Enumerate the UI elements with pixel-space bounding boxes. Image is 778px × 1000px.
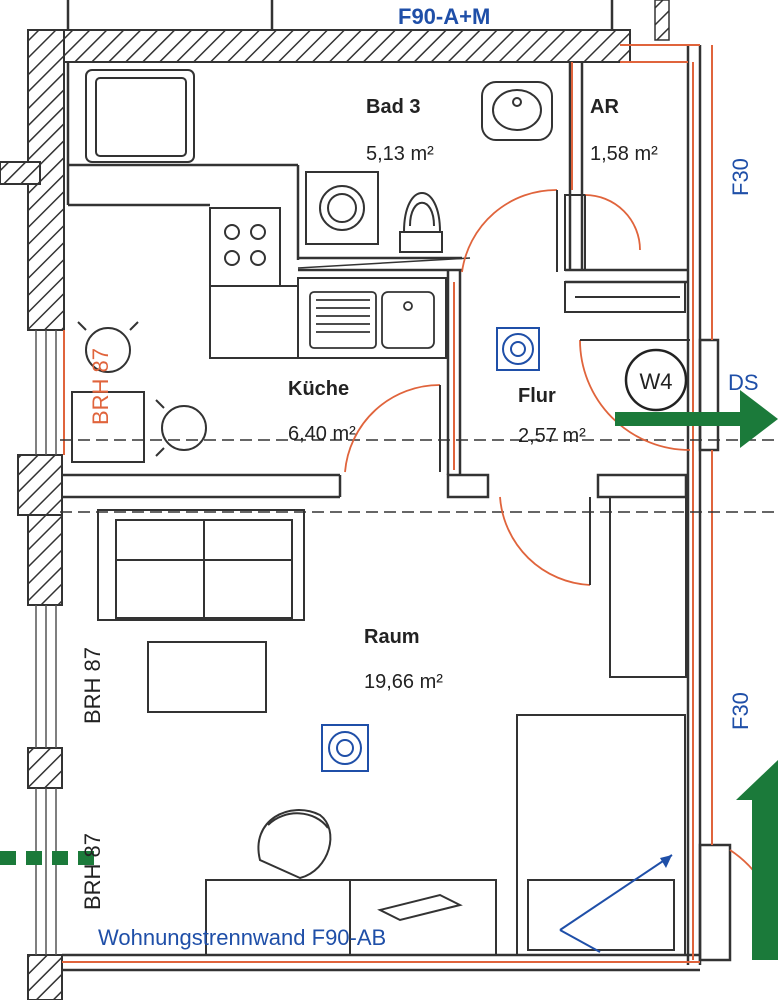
top-wall xyxy=(39,29,631,63)
unit-wall-label: Wohnungstrennwand F90-AB xyxy=(98,925,386,950)
sofa-icon xyxy=(97,509,305,621)
escape-arrow-icon xyxy=(0,390,778,960)
wall-label-right-lower: F30 xyxy=(728,692,753,730)
counter-edge xyxy=(297,257,471,269)
kitchen-counter xyxy=(209,277,447,359)
brh-label-room-1: BRH 87 xyxy=(80,647,105,724)
left-wall-bottom xyxy=(27,954,63,1000)
left-wall-pillar xyxy=(17,454,63,516)
ar-shelf xyxy=(564,281,686,313)
section-line xyxy=(60,439,778,513)
room-name-bad: Bad 3 xyxy=(366,96,420,118)
door-leafs xyxy=(439,190,690,585)
toilet-icon xyxy=(399,192,443,253)
room-area-bad: 5,13 m² xyxy=(366,143,434,165)
coffee-table-icon xyxy=(147,641,267,713)
bed-icon xyxy=(516,714,686,956)
stove-icon xyxy=(209,207,281,287)
bathtub-shower xyxy=(85,69,195,163)
brh-label-kitchen: BRH 87 xyxy=(88,348,113,425)
interior-walls xyxy=(62,45,732,972)
left-wall-block xyxy=(27,514,63,606)
door-swing-icon xyxy=(344,189,778,960)
ds-label: DS xyxy=(728,370,759,395)
room-name-flur: Flur xyxy=(518,385,556,407)
room-area-kueche: 6,40 m² xyxy=(288,423,356,445)
room-area-raum: 19,66 m² xyxy=(364,671,443,693)
left-wall-stub xyxy=(0,161,41,185)
washing-machine-icon xyxy=(305,171,379,245)
top-wall-label: F90-A+M xyxy=(398,4,490,29)
fire-lines xyxy=(62,44,713,963)
unit-marker-circle xyxy=(624,348,688,412)
room-name-raum: Raum xyxy=(364,626,420,648)
pointer-arrows xyxy=(559,854,673,953)
wall-label-right-upper: F30 xyxy=(728,158,753,196)
brh-label-room-2: BRH 87 xyxy=(80,833,105,910)
room-name-kueche: Küche xyxy=(288,378,349,400)
room-area-ar: 1,58 m² xyxy=(590,143,658,165)
room-name-ar: AR xyxy=(590,96,619,118)
upper-unit-outline xyxy=(66,0,614,30)
left-wall-mid xyxy=(27,747,63,789)
smoke-detector-icon xyxy=(321,327,540,772)
top-right-wall xyxy=(654,0,670,41)
sink-icon xyxy=(481,81,553,141)
desk-chair-icon xyxy=(257,809,332,880)
left-windows xyxy=(35,330,57,955)
wardrobe-icon xyxy=(609,496,687,678)
chair-icon xyxy=(77,321,207,457)
unit-marker: W4 xyxy=(640,369,673,394)
desk-icon xyxy=(205,879,497,956)
hatched-walls xyxy=(0,0,670,1000)
room-area-flur: 2,57 m² xyxy=(518,425,586,447)
table-icon xyxy=(71,391,145,463)
pointer-arrow-head xyxy=(660,855,672,868)
kitchen-sink-icon xyxy=(309,291,435,349)
